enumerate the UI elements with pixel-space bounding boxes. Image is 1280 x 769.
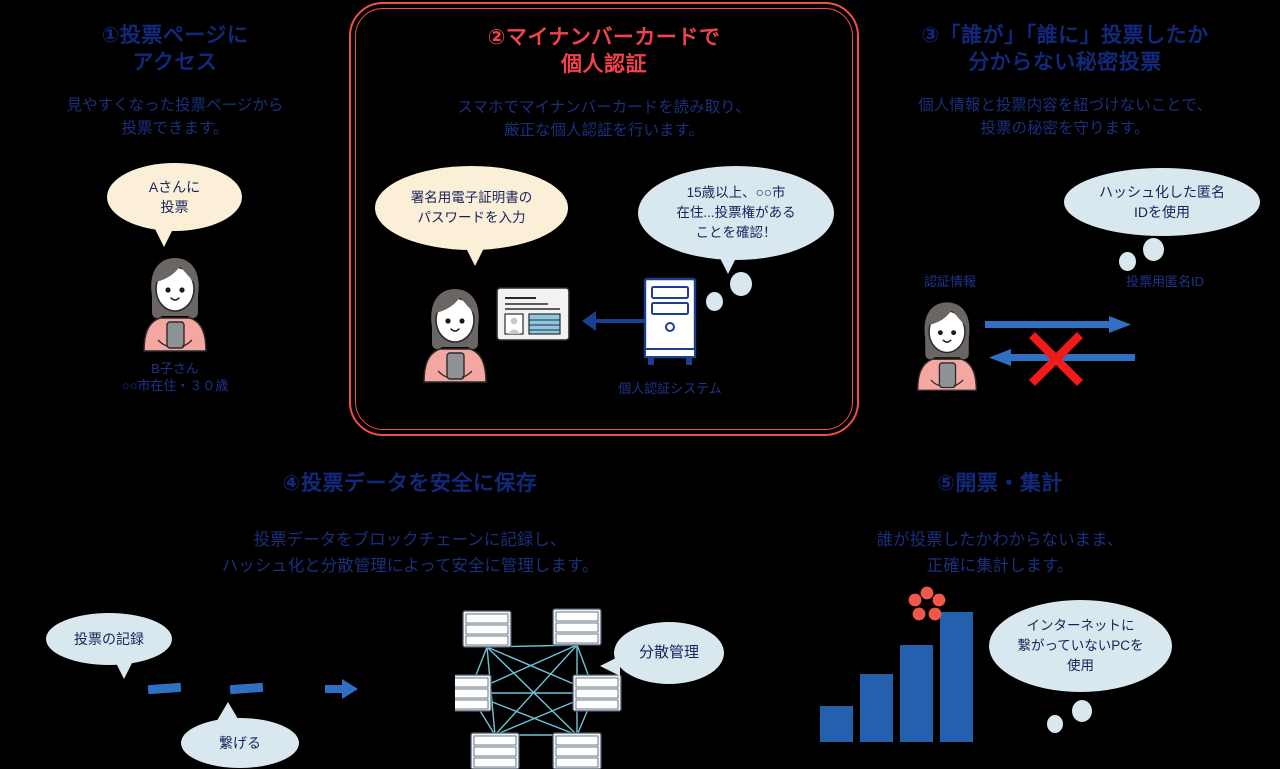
thought-dot-large-icon	[1072, 700, 1092, 722]
section1-title-line2: アクセス	[132, 51, 218, 74]
bar-3	[900, 645, 933, 742]
section3-body-line2: 投票の秘密を守ります。	[980, 120, 1150, 137]
bubble-signature-password-line1: 署名用電子証明書の	[410, 190, 533, 205]
bubble-hashed-anonymous-id: ハッシュ化した匿名 IDを使用	[1064, 168, 1260, 236]
thought-dot-small-icon	[706, 292, 723, 311]
bubble-eligibility-line3: ことを確認！	[695, 225, 777, 240]
bubble-vote-for-a-line1: Aさんに	[148, 179, 201, 195]
bubble-eligibility-check: 15歳以上、○○市 在住...投票権がある ことを確認！	[638, 166, 834, 274]
bubble-signature-password: 署名用電子証明書の パスワードを入力	[375, 166, 568, 266]
auth-system-label: 個人認証システム	[618, 381, 722, 396]
anonymous-voting-id-label: 投票用匿名ID	[1125, 274, 1204, 289]
section5-title: ⑤開票・集計	[937, 472, 1063, 495]
section-secret-ballot: ③「誰が」「誰に」投票したか 分からない秘密投票 個人情報と投票内容を紐づけない…	[855, 22, 1275, 140]
section-secure-storage: ④投票データを安全に保存 投票データをブロックチェーンに記録し、 ハッシュ化と分…	[160, 470, 660, 579]
section1-title-line1: ①投票ページに	[101, 24, 249, 47]
section2-highlight-frame	[349, 2, 859, 436]
chain-block-1-icon	[147, 682, 182, 695]
server-rack-icon	[455, 608, 622, 769]
thought-dot-small-icon	[1047, 715, 1063, 733]
person-with-smartphone-icon	[423, 289, 487, 383]
section4-body-line2: ハッシュ化と分散管理によって安全に管理します。	[221, 557, 599, 575]
person-b-detail: ○○市在住・３０歳	[121, 378, 229, 393]
section1-body-line2: 投票できます。	[121, 120, 229, 137]
section-counting-tally: ⑤開票・集計 誰が投票したかわからないまま、 正確に集計します。	[790, 470, 1210, 579]
person-with-smartphone-icon	[143, 258, 207, 352]
bubble-eligibility-line2: 在住...投票権がある	[676, 205, 796, 220]
bar-4	[940, 612, 973, 742]
section3-title-line1: ③「誰が」「誰に」投票したか	[921, 24, 1209, 47]
tally-bar-chart	[820, 600, 973, 742]
bubble-eligibility-line1: 15歳以上、○○市	[686, 185, 786, 200]
flower-icon	[908, 586, 946, 621]
section1-body-line1: 見やすくなった投票ページから	[66, 97, 284, 114]
bubble-tail-icon	[215, 702, 242, 724]
bar-1	[820, 706, 853, 742]
thought-dot-large-icon	[730, 272, 752, 296]
bubble-offline-pc: インターネットに 繋がっていないPCを 使用	[989, 600, 1172, 692]
bubble-vote-for-a: Aさんに 投票	[107, 163, 242, 247]
bubble-vote-for-a-line2: 投票	[160, 199, 189, 215]
chain-block-2-icon	[229, 682, 264, 695]
section5-body-line1: 誰が投票したかわからないまま、	[876, 531, 1124, 549]
person-with-smartphone-icon	[916, 302, 978, 392]
bubble-voting-record: 投票の記録	[46, 613, 172, 679]
section2-body-line1: スマホでマイナンバーカードを読み取り、	[457, 99, 751, 116]
bubble-tail-icon	[114, 659, 135, 679]
bubble-distributed-management: 分散管理	[600, 622, 724, 684]
section2-highlight-frame-inner	[355, 8, 853, 430]
distributed-network-diagram	[455, 608, 622, 769]
bubble-tail-icon	[464, 244, 487, 266]
section4-body-line1: 投票データをブロックチェーンに記録し、	[253, 531, 567, 549]
arrow-right-icon	[985, 316, 1131, 333]
bubble-offline-pc-line2: 繋がっていないPCを	[1017, 638, 1144, 653]
bubble-voting-record-text: 投票の記録	[74, 631, 144, 647]
bubble-tail-icon	[718, 254, 739, 274]
thought-dot-small-icon	[1119, 252, 1136, 271]
red-x-icon	[1029, 332, 1083, 386]
bubble-chain-link: 繋げる	[181, 702, 299, 768]
server-tower-icon	[643, 277, 697, 365]
section-access-voting-page: ①投票ページに アクセス 見やすくなった投票ページから 投票できます。	[10, 22, 340, 140]
bubble-tail-icon	[152, 225, 175, 247]
section2-title-line2: 個人認証	[561, 53, 647, 76]
broken-link-arrows	[985, 316, 1135, 366]
section3-title-line2: 分からない秘密投票	[968, 51, 1162, 74]
person-b-label: B子さん ○○市在住・３０歳	[60, 360, 290, 394]
section4-title: ④投票データを安全に保存	[282, 472, 538, 495]
bubble-offline-pc-line3: 使用	[1067, 658, 1094, 673]
bubble-tail-icon	[600, 656, 620, 676]
thought-dot-large-icon	[1143, 238, 1164, 261]
bubble-chain-link-text: 繋げる	[219, 735, 261, 751]
id-card-icon	[496, 287, 570, 341]
bubble-offline-pc-line1: インターネットに	[1026, 618, 1135, 633]
arrow-right-icon	[325, 679, 358, 699]
section-mynumber-authentication: ②マイナンバーカードで 個人認証 スマホでマイナンバーカードを読み取り、 厳正な…	[369, 24, 839, 142]
bubble-hashed-id-line2: IDを使用	[1134, 204, 1190, 220]
bubble-hashed-id-line1: ハッシュ化した匿名	[1099, 184, 1225, 200]
person-b-name: B子さん	[151, 361, 199, 376]
bubble-distributed-management-text: 分散管理	[638, 644, 699, 661]
bubble-signature-password-line2: パスワードを入力	[417, 210, 526, 225]
bar-2	[860, 674, 893, 742]
section2-body-line2: 厳正な個人認証を行います。	[504, 122, 704, 139]
section3-body-line1: 個人情報と投票内容を紐づけないことで、	[918, 97, 1212, 114]
arrow-left-icon	[989, 349, 1135, 366]
section2-title-line1: ②マイナンバーカードで	[487, 26, 721, 49]
section5-body-line2: 正確に集計します。	[926, 557, 1074, 575]
auth-info-label: 認証情報	[923, 274, 976, 289]
